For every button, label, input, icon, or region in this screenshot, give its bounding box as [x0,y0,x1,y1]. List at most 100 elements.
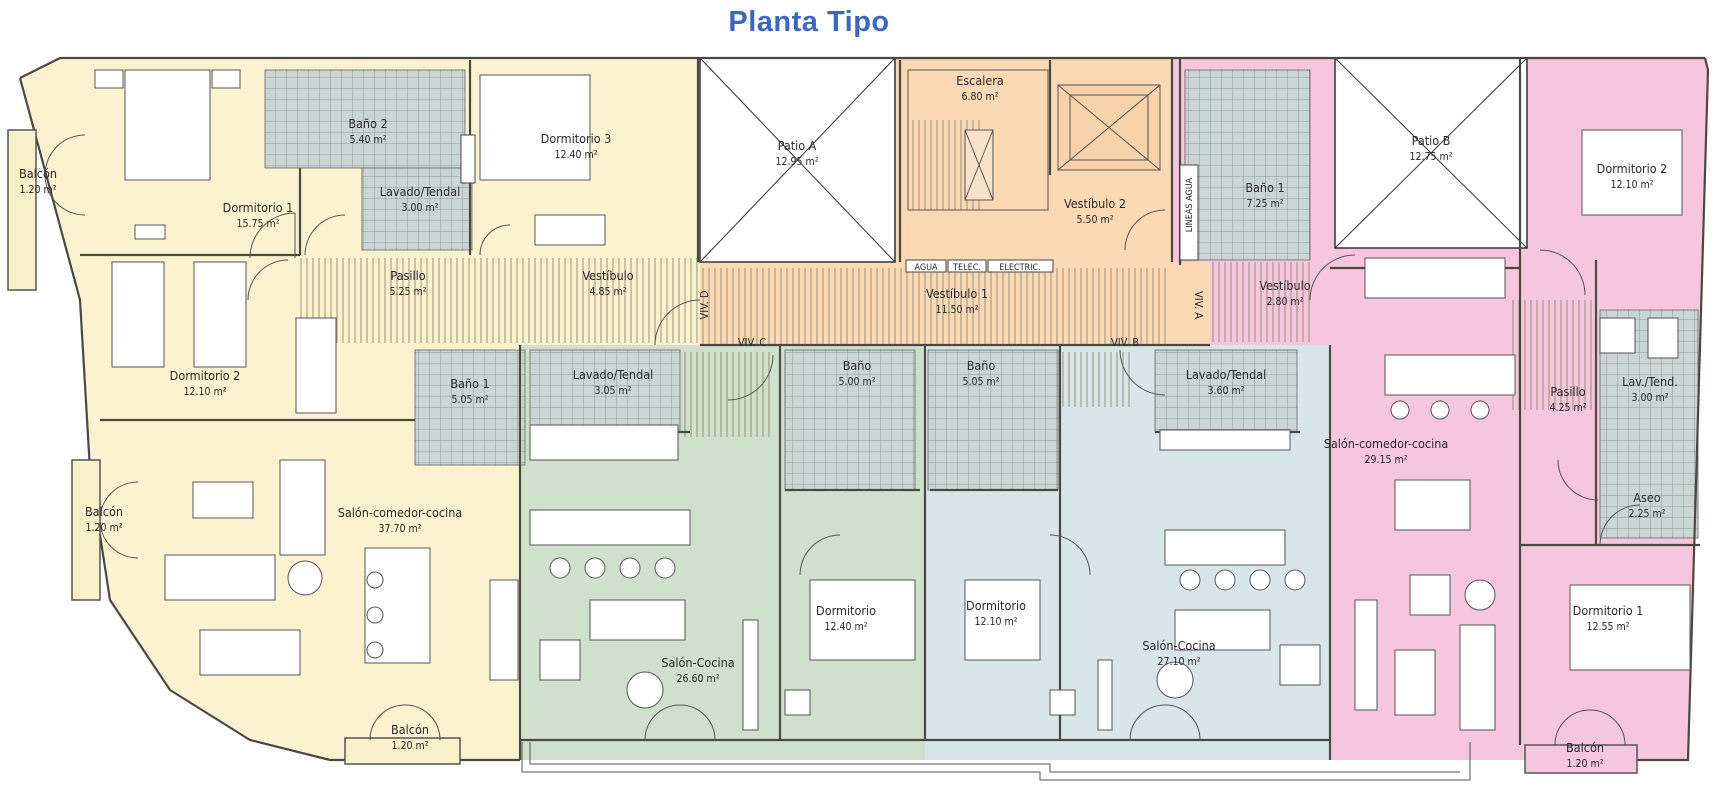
d-dormitorio-3-name: Dormitorio 3 [541,131,612,146]
room-label-d-salon: Salón-comedor-cocina 37.70 m² [338,505,462,535]
a-bano-1-area: 7.25 m² [1246,198,1283,210]
a-vestibulo-area: 2.80 m² [1266,296,1303,308]
c-bano-area: 5.00 m² [838,376,875,388]
d-bano-1-tiles [414,349,526,466]
room-label-a-bano-1: Baño 1 7.25 m² [1245,180,1284,210]
d-dormitorio-1-name: Dormitorio 1 [223,200,294,215]
balcon-3-area [344,737,461,765]
c-lavado-tiles [529,349,681,433]
dining-table-a [1394,479,1471,531]
d-dormitorio-1-area: 15.75 m² [236,218,279,230]
a-balcon-area: 1.20 m² [1566,758,1603,770]
room-label-b-lavado: Lavado/Tendal 3.60 m² [1186,367,1266,397]
d-bano-1-name: Baño 1 [450,376,489,391]
bed-a1 [1569,584,1691,671]
c-lavado-area: 3.05 m² [594,385,631,397]
escalera-area: 6.80 m² [961,91,998,103]
escalera-name: Escalera [956,73,1004,88]
dining-table-d [199,629,301,676]
d-balcon-1-name: Balcón [19,166,57,181]
kitchen-island-a [1384,354,1516,396]
bed-a2 [1581,129,1683,216]
a-bano-1-tiles [1184,69,1311,261]
room-label-vestibulo-2: Vestíbulo 2 5.50 m² [1064,196,1126,226]
d-bano-2-tiles [264,69,466,169]
c-bano-tiles [784,349,916,491]
a-bano-1-name: Baño 1 [1245,180,1284,195]
tag-agua: AGUA [914,263,938,273]
a-salon-area: 29.15 m² [1364,454,1407,466]
room-label-d-dormitorio-2: Dormitorio 2 12.10 m² [170,368,241,398]
d-balcon-2-name: Balcón [85,504,123,519]
a-dormitorio-1-area: 12.55 m² [1586,621,1629,633]
d-lavado-area: 3.00 m² [401,202,438,214]
bed-d1 [124,69,211,181]
a-lav-tend-name: Lav./Tend. [1622,374,1678,389]
tag-telec: TELEC. [952,263,981,273]
bed-b [964,579,1041,661]
a-dormitorio-2-name: Dormitorio 2 [1597,161,1668,176]
bed-d3 [479,74,591,181]
d-pasillo-name: Pasillo [390,268,425,283]
room-label-d-bano-1: Baño 1 5.05 m² [450,376,489,406]
patio-b-name: Patio B [1412,133,1451,148]
sofa-d [164,554,276,601]
patio-a-area: 12.95 m² [775,156,818,168]
room-label-patio-a: Patio A 12.95 m² [775,138,818,168]
d-bano-2-area: 5.40 m² [349,134,386,146]
plan-title: Planta Tipo [728,6,890,38]
corridor-stripes [300,120,1596,437]
c-dormitorio-area: 12.40 m² [824,621,867,633]
d-balcon-1-area: 1.20 m² [19,184,56,196]
vestibulo-2-area: 5.50 m² [1076,214,1113,226]
d-dormitorio-2-area: 12.10 m² [183,386,226,398]
bed-c [809,579,916,661]
b-lavado-area: 3.60 m² [1207,385,1244,397]
d-bano-1-area: 5.05 m² [451,394,488,406]
d-pasillo-area: 5.25 m² [389,286,426,298]
b-dormitorio-area: 12.10 m² [974,616,1017,628]
tag-lineas-agua: LINEAS AGUA [1185,177,1195,232]
b-lavado-name: Lavado/Tendal [1186,367,1266,382]
vestibulo-1-area: 11.50 m² [935,304,978,316]
tag-viv-c: VIV. C [738,336,766,349]
d-bano-2-name: Baño 2 [348,116,387,131]
vestibulo-2-name: Vestíbulo 2 [1064,196,1126,211]
room-label-a-vestibulo: Vestíbulo 2.80 m² [1259,278,1310,308]
a-dormitorio-1-name: Dormitorio 1 [1573,603,1644,618]
vestibulo-1-name: Vestíbulo 1 [926,286,988,301]
staircase [907,69,1161,211]
room-label-d-dormitorio-1: Dormitorio 1 15.75 m² [223,200,294,230]
tag-viv-d: VIV. D [698,290,711,319]
d-lavado-tiles [361,167,473,251]
room-label-d-bano-2: Baño 2 5.40 m² [348,116,387,146]
patio-a-name: Patio A [778,138,817,153]
d-dormitorio-2-name: Dormitorio 2 [170,368,241,383]
b-salon-area: 27.10 m² [1157,656,1200,668]
room-label-a-lav-tend: Lav./Tend. 3.00 m² [1622,374,1678,404]
room-label-d-pasillo: Pasillo 5.25 m² [389,268,426,298]
b-bano-tiles [927,349,1059,491]
sofa-b [1174,609,1271,651]
a-lav-tend-area: 3.00 m² [1631,392,1668,404]
d-salon-name: Salón-comedor-cocina [338,505,462,520]
c-salon-name: Salón-Cocina [661,655,734,670]
d-salon-area: 37.70 m² [378,523,421,535]
a-vestibulo-name: Vestíbulo [1259,278,1310,293]
a-dormitorio-2-area: 12.10 m² [1610,179,1653,191]
room-label-a-dormitorio-1: Dormitorio 1 12.55 m² [1573,603,1644,633]
d-balcon-3-name: Balcón [391,722,429,737]
